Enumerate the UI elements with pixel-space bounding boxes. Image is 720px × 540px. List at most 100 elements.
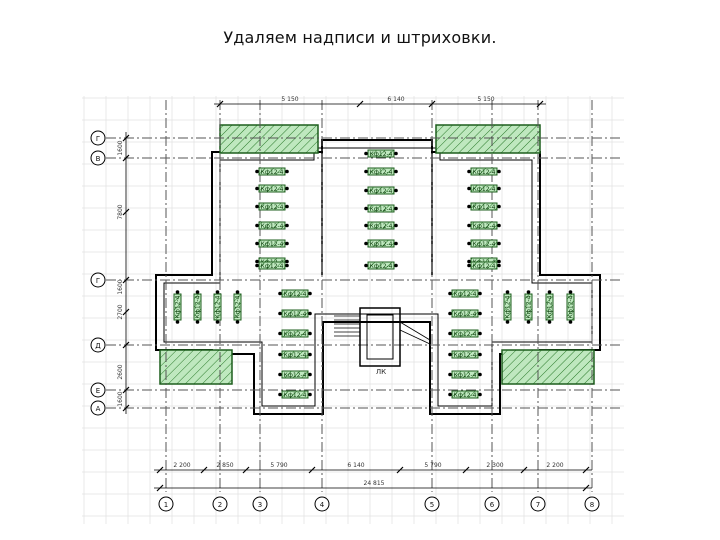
column-anchor [497,186,501,191]
column-anchor [505,290,510,294]
floor-plan-drawing: ЛК Кф12-4Кф12-4Кф12-4Кф12-4Кф12-4Кф12-4К… [82,96,624,524]
column-anchor [478,311,482,316]
axis-bubble-label: Д [95,342,101,350]
column-tag: Кф12-4 [364,221,398,230]
column-body [367,221,395,230]
column-anchor [364,223,368,228]
column-tag: Кф12-4 [503,290,512,324]
column-anchor [467,204,471,209]
axis-bubble-column [584,496,600,512]
column-label: Кф12-4 [453,331,476,338]
column-anchor [175,290,180,294]
axis-bubble-column [484,496,500,512]
column-anchor [467,259,471,264]
column-anchor [568,320,573,324]
column-tag: Кф12-4 [364,261,398,270]
column-anchor [364,206,368,211]
column-body [233,293,242,321]
column-anchor [467,241,471,246]
axis-bubble-column [212,496,228,512]
column-body [258,167,286,176]
hatched-zone [159,349,233,385]
column-label: Кф12-4 [453,352,476,359]
left-dim-label: 1600 [117,279,124,294]
column-anchor [308,372,312,377]
column-anchor [394,206,398,211]
top-dim-tick [536,100,544,108]
column-label: Кф12-4 [283,392,306,399]
column-anchor [285,241,289,246]
bottom-dim-tick [582,466,590,474]
column-body [281,390,309,399]
column-label: Кф12-4 [369,151,392,158]
column-body [470,202,498,211]
axis-bubble-label: 1 [164,501,168,509]
column-label: Кф12-4 [453,392,476,399]
column-body [451,390,479,399]
column-tag: Кф12-4 [364,149,398,158]
bottom-dim-label: 2 200 [546,462,563,469]
hatched-zone [435,124,541,154]
column-anchor [308,311,312,316]
axis-bubble-label: А [96,405,101,413]
column-label: Кф12-4 [215,295,222,318]
top-dim-tick [356,100,364,108]
column-label: Кф12-4 [369,223,392,230]
column-anchor [497,223,501,228]
column-anchor [448,392,452,397]
column-tag: Кф12-4 [364,239,398,248]
column-label: Кф12-4 [369,206,392,213]
left-dim-tick [122,134,130,142]
axis-bubble-label: Г [96,135,100,143]
bottom-dim-tick [520,466,528,474]
bottom-dim-label: 2 300 [486,462,503,469]
top-dim-tick [216,100,224,108]
column-body [451,289,479,298]
column-anchor [364,263,368,268]
column-anchor [278,372,282,377]
column-label: Кф12-4 [453,311,476,318]
column-body [524,293,533,321]
column-anchor [505,320,510,324]
column-anchor [308,331,312,336]
left-dim-label: 1600 [117,391,124,406]
axis-bubble-column [530,496,546,512]
column-body [173,293,182,321]
column-anchor [497,169,501,174]
column-tag: Кф12-4 [278,390,312,399]
column-label: Кф12-4 [369,169,392,176]
left-dim-label: 7800 [117,204,124,219]
column-anchor [497,259,501,264]
axis-bubble-row [90,272,106,288]
column-body [213,293,222,321]
axis-bubble-label: 7 [536,501,540,509]
bottom-dim-tick [242,466,250,474]
column-tag: Кф12-4 [255,184,289,193]
column-anchor [448,291,452,296]
column-tag: Кф12-4 [467,167,501,176]
column-anchor [215,290,220,294]
left-dim-tick [122,276,130,284]
column-label: Кф12-4 [472,223,495,230]
column-body [281,329,309,338]
column-anchor [235,290,240,294]
column-anchor [448,311,452,316]
column-anchor [394,241,398,246]
column-anchor [448,352,452,357]
overall-dim-tick [156,484,164,492]
column-label: Кф12-4 [283,352,306,359]
column-anchor [478,392,482,397]
column-label: Кф12-4 [369,188,392,195]
column-tag: Кф12-4 [255,261,289,270]
bottom-dim-label: 2 200 [173,462,190,469]
column-anchor [195,320,200,324]
stair-diagonal [399,329,431,345]
overall-dim-label: 24 815 [364,480,385,487]
axis-bubble-label: 5 [430,501,434,509]
column-tag: Кф12-4 [364,167,398,176]
column-body [281,309,309,318]
column-label: Кф12-4 [472,204,495,211]
column-anchor [547,290,552,294]
column-label: Кф12-4 [505,295,512,318]
